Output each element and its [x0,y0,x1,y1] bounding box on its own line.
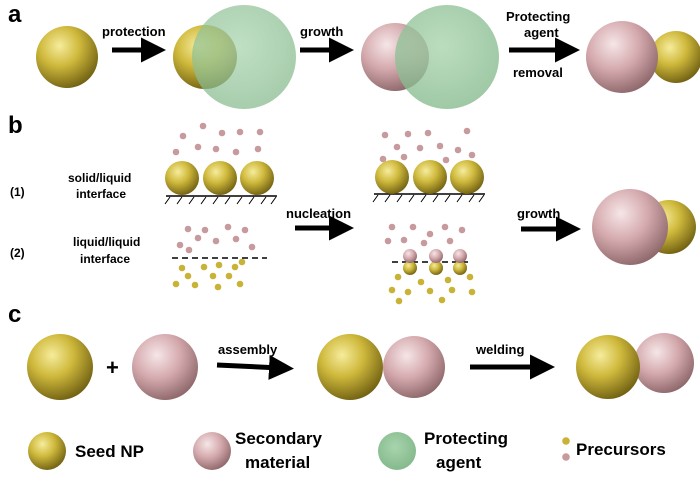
legend-protecting-swatch [378,432,416,470]
protecting-agent-shell-2 [395,5,499,109]
seed-on-solid [450,160,484,194]
protecting-agent-removal-line2: agent [524,25,559,40]
janus-secondary-part-a [586,21,658,93]
legend-seed-swatch [28,432,66,470]
welded-secondary [634,333,694,393]
legend-secondary-label-line1: Secondary [235,429,322,448]
seed-precursors-right [388,273,476,305]
assembled-secondary [383,336,445,398]
solid-liquid-label-line1: solid/liquid [68,171,131,185]
protecting-agent-removal-line3: removal [513,65,563,80]
seed-np [36,26,98,88]
legend-precursors-label: Precursors [576,440,666,459]
seed-precursors-left [172,258,246,291]
solid-substrate-right [372,193,485,203]
legend-seed-precursor-dot [562,437,570,445]
panel-b-letter: b [8,112,23,139]
assembly-label: assembly [218,342,278,357]
secondary-precursors-right-top [379,127,476,164]
legend-protecting-label-line2: agent [436,453,482,472]
assembled-seed [317,334,383,400]
secondary-precursors-left [172,122,264,156]
protecting-agent-shell [192,5,296,109]
secondary-precursors-left-2 [176,223,256,254]
nucleation-label: nucleation [286,206,351,221]
legend-secondary-swatch [193,432,231,470]
growth-label-b: growth [517,206,560,221]
interfacial-dimers [403,249,467,275]
janus-secondary-part-b [592,189,668,265]
seed-on-solid [413,160,447,194]
assembly-arrow [216,354,294,380]
legend-seed-label: Seed NP [75,442,144,461]
legend-protecting-label-line1: Protecting [424,429,508,448]
secondary-np-c [132,334,198,400]
legend-secondary-precursor-dot [562,453,570,461]
panel-a-letter: a [8,1,22,28]
seed-on-solid [203,161,237,195]
protecting-agent-removal-line1: Protecting [506,9,570,24]
growth-label-a: growth [300,24,343,39]
seed-on-solid [375,160,409,194]
welding-label: welding [475,342,524,357]
plus-sign: + [106,355,119,380]
legend-secondary-label-line2: material [245,453,310,472]
secondary-precursors-right-2 [384,223,466,247]
protection-label: protection [102,24,166,39]
solid-substrate-left [164,195,277,205]
welded-seed [576,335,640,399]
janus-seed-part-a [650,31,700,83]
solid-liquid-label-line2: interface [76,187,126,201]
panel-c-letter: c [8,301,21,328]
legend: Seed NP Secondary material Protecting ag… [28,429,666,472]
case-2-number: (2) [10,246,25,260]
seed-on-solid [165,161,199,195]
liquid-liquid-label-line1: liquid/liquid [73,235,140,249]
seed-np-c [27,334,93,400]
liquid-liquid-label-line2: interface [80,252,130,266]
seed-on-solid [240,161,274,195]
case-1-number: (1) [10,185,25,199]
